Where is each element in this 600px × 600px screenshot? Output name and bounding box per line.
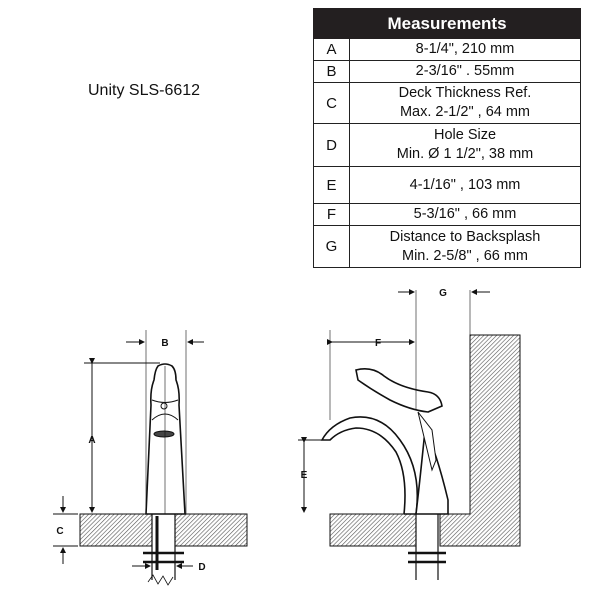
row-line: Deck Thickness Ref.	[398, 85, 532, 101]
row-key: G	[313, 225, 350, 268]
spout	[320, 416, 419, 515]
table-row: C Deck Thickness Ref. Max. 2-1/2" , 64 mm	[313, 82, 581, 124]
backsplash	[439, 334, 521, 547]
row-line: Max. 2-1/2" , 64 mm	[399, 104, 531, 120]
dim-label-a: A	[88, 435, 95, 446]
side-view	[298, 289, 521, 580]
dim-label-f: F	[375, 338, 381, 349]
dim-label-e: E	[301, 470, 308, 481]
deck-left	[79, 513, 153, 547]
row-line: Min. 2-5/8" , 66 mm	[401, 247, 529, 264]
dim-label-g: G	[439, 288, 447, 299]
row-line: Hole Size	[433, 127, 497, 143]
deck-side	[329, 513, 417, 547]
dim-label-c: C	[56, 526, 63, 537]
row-line: Min. Ø 1 1/2", 38 mm	[396, 146, 534, 162]
row-line: Distance to Backsplash	[389, 228, 541, 245]
dim-label-b: B	[161, 338, 168, 349]
dim-label-d: D	[198, 562, 205, 573]
row-value: Deck Thickness Ref. Max. 2-1/2" , 64 mm	[349, 82, 581, 124]
model-title: Unity SLS-6612	[88, 82, 201, 99]
handle-lever	[355, 368, 443, 413]
faucet-body-front	[145, 363, 186, 515]
row-key: C	[313, 82, 350, 124]
row-value: 4-1/16" , 103 mm	[349, 166, 581, 204]
deck-right	[174, 513, 248, 547]
front-view	[53, 330, 248, 586]
